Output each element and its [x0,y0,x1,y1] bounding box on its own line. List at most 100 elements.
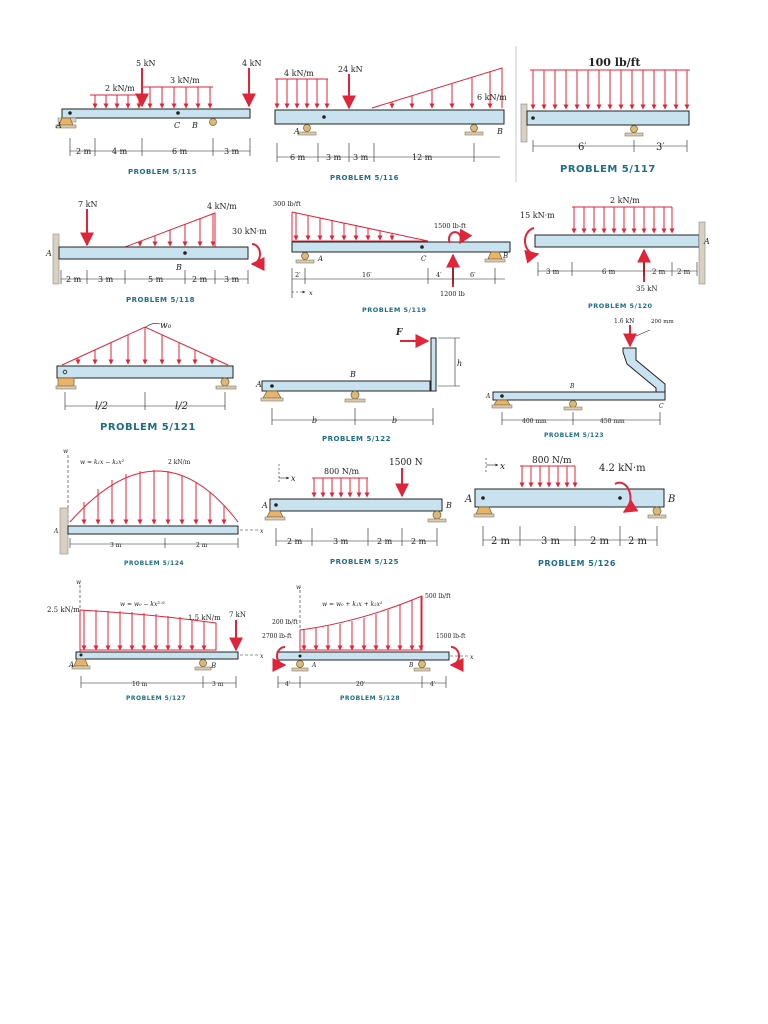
dimension-label: 450 mm [600,418,625,425]
beam [269,498,443,512]
roller-support [630,125,638,133]
load-label: 4 kN/m [284,69,314,78]
point-label: A [55,121,62,130]
problem-5-127: w 2.5 kN/m w = w₀ − kx³ᐟ² 1.5 kN/m 7 kN … [47,579,264,702]
moment-arrow [272,646,287,672]
dimension-label: 4′ [430,681,436,688]
dimension-label: 6 m [172,147,188,156]
wall [59,507,69,555]
point-label: B [667,494,675,505]
force-label: 7 kN [78,200,97,209]
bent-arm [622,347,666,393]
dimension-label: 5 m [148,275,164,284]
beam [61,108,251,119]
point-label: B [445,501,452,510]
moment-label: 4.2 kN·m [599,463,646,474]
pin-support [475,506,493,515]
distributed-load-arrows [274,79,330,109]
point-label: A [293,127,300,136]
load-label: 2 kN/m [105,84,135,93]
dimension-label: 2 m [491,536,511,547]
dimension-label: b [312,416,317,425]
axis-label: x [260,653,264,660]
point-label: B [210,662,216,670]
problem-5-122: F h A B b b PROBLEM 5/122 [255,328,462,443]
load-label: 500 lb/ft [425,593,451,600]
dimension-label: 3 m [353,153,369,162]
load-label: 200 lb/ft [272,619,298,626]
force-label: F [395,328,403,338]
problem-5-124: w w = k₁x − k₂x² 2 kN/m A x 3 m 2 m PROB… [53,448,264,567]
roller-support [209,118,217,126]
dimension-line [69,138,251,156]
dimension-label: 2 m [677,268,691,276]
load-label: 6 kN/m [477,93,507,102]
dimension-label: 2 m [377,537,393,546]
roller-support [350,390,360,400]
dimension-label: 6′ [578,142,587,153]
distributed-load-arrows [530,70,690,110]
pin-support [73,658,89,667]
load-label: 2 kN/m [610,196,640,205]
problem-5-116: 4 kN/m 24 kN 6 kN/m A B 6 m 3 m 3 m 12 m… [274,65,507,182]
point-label: A [485,393,491,400]
beam [261,380,431,392]
axis-label: x [500,462,505,472]
distributed-load-arrows [571,207,675,234]
load-label: 4 kN/m [207,202,237,211]
problem-caption: PROBLEM 5/124 [124,560,184,567]
moment-label: 1500 lb-ft [434,222,466,230]
beam [274,109,505,125]
axis-label: w [76,579,82,586]
dimension-label: 20′ [356,681,366,688]
problem-caption: PROBLEM 5/116 [330,174,399,182]
vertical-arm [430,337,437,392]
force-label: 1.6 kN [614,318,634,325]
moment-arrow [614,481,639,513]
problem-5-117: 100 lb/ft 6′ 3′ PROBLEM 5/117 [520,56,690,175]
problem-caption: PROBLEM 5/128 [340,695,400,702]
problem-5-119: 300 lb/ft 1500 lb-ft 1200 lb A B C 2′ 16… [273,200,511,314]
dimension-label: 4 m [112,147,128,156]
problem-caption: PROBLEM 5/118 [126,296,195,304]
load-label: 300 lb/ft [273,200,301,208]
dimension-label: 2 m [287,537,303,546]
dimension-line [532,140,688,152]
roller-support [432,510,442,520]
point-label: B [502,252,508,260]
distributed-load-arrows [519,466,578,488]
problem-caption: PROBLEM 5/121 [100,422,196,433]
dimension-label: 4′ [436,271,442,279]
pin-support [266,510,284,518]
dimension-label: 3 m [326,153,342,162]
dimension-label: 3 m [110,542,122,549]
problem-5-120: 15 kN·m 2 kN/m 35 kN A 3 m 6 m 2 m 2 m P… [520,196,710,310]
point-label: A [311,662,317,669]
dimension-label: 3 m [546,268,560,276]
dimension-label: b [392,416,397,425]
beam [75,651,239,660]
pin-support [262,390,282,399]
problem-caption: PROBLEM 5/120 [588,302,653,310]
point-label: B [408,662,414,669]
dimension-label: 2 m [192,275,208,284]
beam [534,234,700,248]
moment-label: 30 kN·m [232,227,267,236]
point-label: A [53,528,59,535]
load-label: 3 kN/m [170,76,200,85]
dimension-label: 3 m [224,147,240,156]
dimension-label: 6 m [602,268,616,276]
point-label: B [496,127,503,136]
problem-caption: PROBLEM 5/127 [126,695,186,702]
problem-caption: PROBLEM 5/125 [330,558,399,566]
problem-5-123: 1.6 kN 200 mm A B C 400 mm 450 mm PROBLE… [485,318,674,439]
pin-support [301,252,309,260]
axis-label: w [63,448,69,455]
dimension-label: h [457,359,462,368]
moment-label: 15 kN·m [520,211,555,220]
problem-5-125: x 800 N/m 1500 N A B 2 m 3 m 2 m 2 m PRO… [261,458,452,566]
dimension-label: 3 m [224,275,240,284]
problem-caption: PROBLEM 5/126 [538,559,616,568]
dimension-label: l/2 [95,401,108,412]
roller-support [652,506,662,516]
